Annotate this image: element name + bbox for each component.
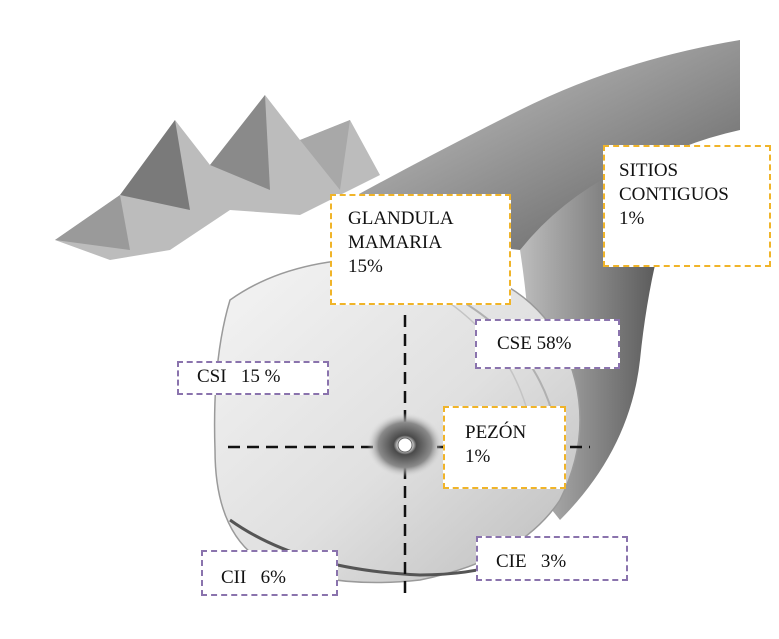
csi-label: CSI 15 % bbox=[177, 361, 329, 395]
cse-label: CSE 58% bbox=[475, 319, 620, 369]
cie-label: CIE 3% bbox=[476, 536, 628, 581]
cii-label: CII 6% bbox=[201, 550, 338, 596]
nipple-areola bbox=[367, 413, 443, 477]
pezon-label: PEZÓN 1% bbox=[443, 406, 566, 489]
glandula-mamaria-label: GLANDULA MAMARIA 15% bbox=[330, 194, 511, 305]
sitios-contiguos-label: SITIOS CONTIGUOS 1% bbox=[603, 145, 771, 267]
